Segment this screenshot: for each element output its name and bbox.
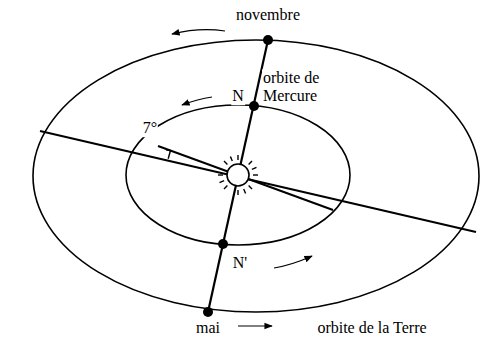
orbit-label: novembre (235, 6, 301, 24)
sun (227, 164, 249, 186)
line-of-nodes (208, 40, 268, 312)
motion-arrow (182, 97, 212, 105)
orbit-point (203, 307, 213, 317)
orbit-label: N (231, 87, 245, 105)
earth-orbit-plane-line (40, 131, 476, 232)
motion-arrow (274, 256, 312, 268)
orbit-label: orbite de la Terre (316, 319, 427, 337)
orbit-label: mai (195, 319, 221, 337)
motion-arrow (238, 325, 272, 326)
orbit-label: N' (232, 254, 248, 272)
sun-rays (218, 155, 258, 195)
angle-mark (168, 151, 170, 159)
earth-orbit (33, 40, 479, 312)
node-point (218, 239, 228, 249)
node-point (249, 101, 259, 111)
orbit-label: orbite de Mercure (262, 69, 338, 104)
motion-arrow (172, 30, 225, 34)
mercury-orbit-plane-line (158, 146, 333, 210)
angle-mark (166, 149, 171, 151)
orbit-label: 7° (142, 119, 158, 137)
mercury-orbit (126, 105, 350, 245)
orbit-point (263, 35, 273, 45)
